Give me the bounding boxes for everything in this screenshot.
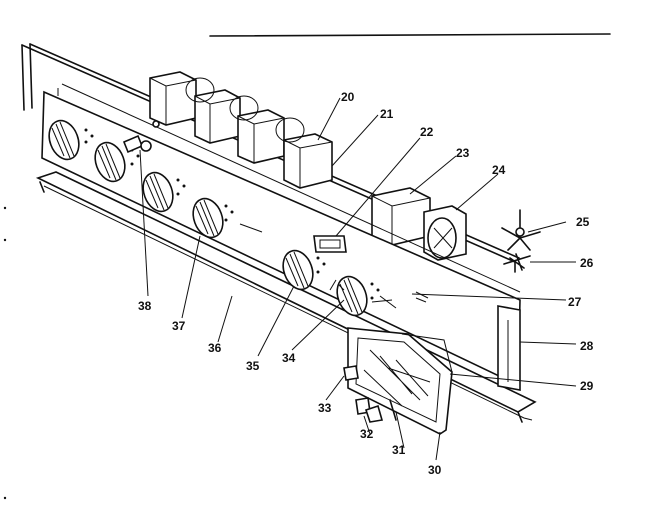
- top-rule: [209, 33, 611, 37]
- lamp-socket: [122, 120, 160, 154]
- callout-37: 37: [172, 319, 186, 333]
- callout-23: 23: [456, 146, 470, 160]
- control-knobs: [48, 119, 368, 317]
- callout-27: 27: [568, 295, 582, 309]
- callout-31: 31: [392, 443, 406, 457]
- callout-29: 29: [580, 379, 594, 393]
- callout-26: 26: [580, 256, 594, 270]
- callout-34: 34: [282, 351, 296, 365]
- display-window: [347, 327, 453, 435]
- callout-25: 25: [576, 215, 590, 229]
- knob-3: [142, 171, 174, 213]
- callout-30: 30: [428, 463, 442, 477]
- callout-32: 32: [360, 427, 374, 441]
- callout-35: 35: [246, 359, 260, 373]
- timer-motor: [423, 205, 467, 261]
- fan-blade: [501, 209, 541, 251]
- leader-lines: [139, 97, 577, 461]
- callout-28: 28: [580, 339, 594, 353]
- callout-38: 38: [138, 299, 152, 313]
- knob-4: [192, 197, 224, 239]
- panel-markings: [84, 128, 429, 309]
- indicator-light: [313, 235, 347, 253]
- knob-1: [48, 119, 80, 161]
- infinite-switches: [149, 71, 333, 189]
- side-bracket: [497, 305, 521, 391]
- knob-2: [94, 141, 126, 183]
- retainer-clip: [503, 253, 531, 271]
- callout-24: 24: [492, 163, 506, 177]
- selector-switch: [371, 187, 431, 246]
- small-fasteners: [343, 365, 397, 423]
- callout-labels: 20 21 22 23 24 25 26 27 28 29 30 31 32 3…: [138, 90, 594, 477]
- knob-5: [282, 249, 314, 291]
- callout-20: 20: [341, 90, 355, 104]
- callout-21: 21: [380, 107, 394, 121]
- callout-36: 36: [208, 341, 222, 355]
- callout-33: 33: [318, 401, 332, 415]
- edge-marks: [3, 206, 7, 500]
- callout-22: 22: [420, 125, 434, 139]
- knob-6: [336, 275, 368, 317]
